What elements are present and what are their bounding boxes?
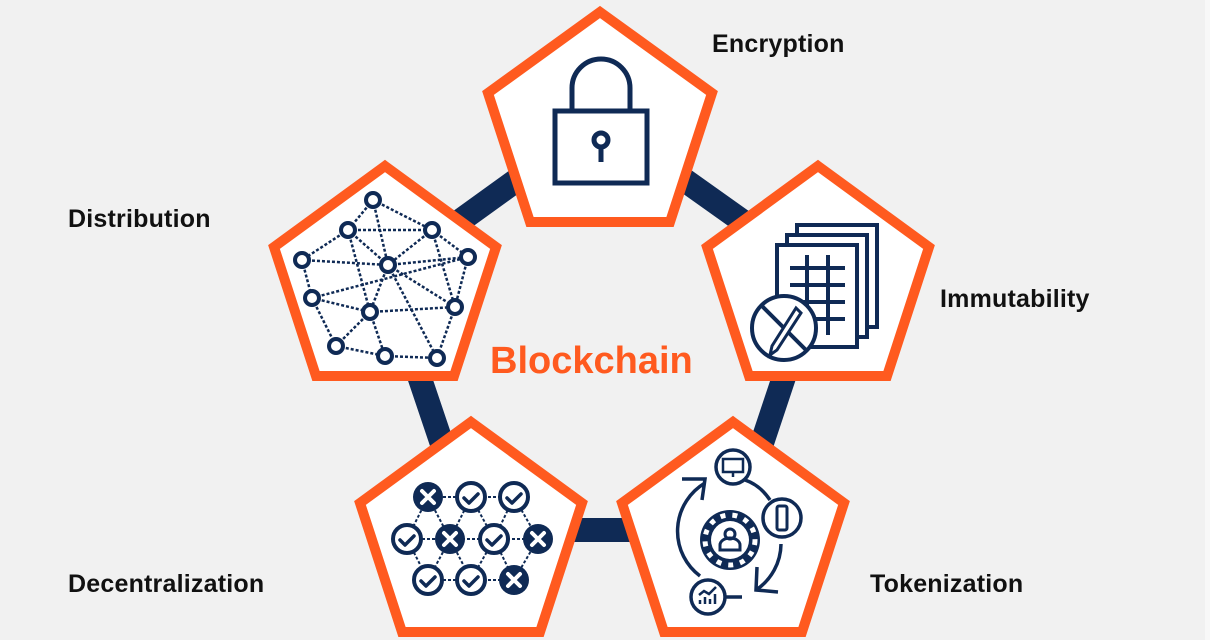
pentagon-decentralization — [354, 415, 588, 637]
encryption-node — [482, 5, 718, 227]
label-immutability: Immutability — [940, 285, 1090, 313]
label-distribution: Distribution — [68, 205, 211, 233]
check-cross-network-icon — [391, 481, 553, 596]
stacked-ledger-no-edit-icon — [750, 223, 879, 362]
token-cycle-icon — [675, 448, 803, 616]
label-encryption: Encryption — [712, 30, 845, 58]
label-tokenization: Tokenization — [870, 570, 1024, 598]
center-title-blockchain: Blockchain — [490, 340, 693, 382]
decentralization-node — [354, 415, 588, 637]
pentagon-encryption — [482, 5, 718, 227]
immutability-node — [701, 159, 935, 381]
edge-strip — [1205, 0, 1210, 640]
label-decentralization: Decentralization — [68, 570, 265, 598]
padlock-icon — [552, 56, 650, 186]
network-nodes — [293, 191, 477, 367]
tokenization-node — [616, 415, 850, 637]
distribution-node — [268, 159, 502, 381]
